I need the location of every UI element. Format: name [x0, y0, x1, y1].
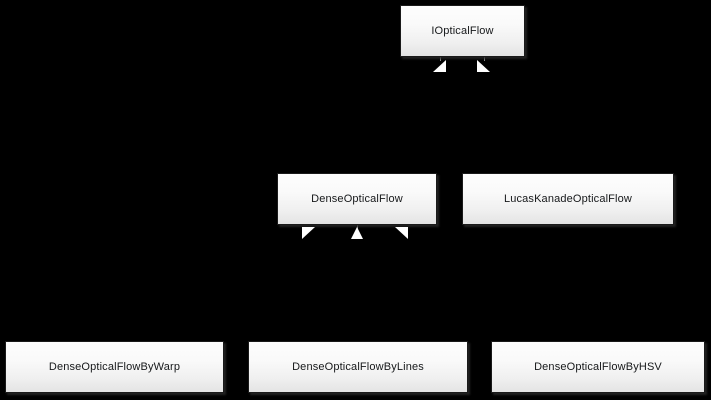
class-node-label: DenseOpticalFlowByLines [292, 360, 424, 373]
edge-denseopticalflowbyhsv-to-denseopticalflow [402, 225, 599, 341]
inheritance-arrowhead-icon-denseopticalflowbylines [351, 227, 363, 239]
inheritance-arrowhead-icon-denseopticalflowbywarp [302, 227, 315, 239]
connector-stub-iopticalflow-left [440, 57, 441, 61]
inheritance-arrowhead-icon-denseopticalflow [433, 60, 446, 72]
class-node-label: DenseOpticalFlow [311, 192, 403, 205]
class-node-iopticalflow[interactable]: IOpticalFlow [400, 5, 525, 57]
inheritance-arrowhead-icon-lucaskanadeopticalflow [477, 60, 490, 72]
class-node-label: LucasKanadeOpticalFlow [503, 192, 633, 205]
class-node-label: DenseOpticalFlowByHSV [534, 360, 662, 373]
inheritance-arrowhead-icon-denseopticalflowbyhsv [395, 227, 408, 239]
edge-denseopticalflow-to-iopticalflow [356, 57, 441, 173]
class-node-denseopticalflowbylines[interactable]: DenseOpticalFlowByLines [248, 341, 468, 393]
edge-lucaskanadeopticalflow-to-iopticalflow [483, 57, 569, 173]
class-node-label: IOpticalFlow [431, 24, 494, 37]
class-node-label: DenseOpticalFlowByWarp [48, 360, 181, 373]
edge-denseopticalflowbywarp-to-denseopticalflow [113, 225, 312, 341]
class-node-denseopticalflow[interactable]: DenseOpticalFlow [277, 173, 437, 225]
connector-stub-iopticalflow-right [484, 57, 485, 61]
class-node-denseopticalflowbywarp[interactable]: DenseOpticalFlowByWarp [5, 341, 224, 393]
class-node-lucaskanadeopticalflow[interactable]: LucasKanadeOpticalFlow [462, 173, 674, 225]
class-node-denseopticalflowbyhsv[interactable]: DenseOpticalFlowByHSV [491, 341, 705, 393]
